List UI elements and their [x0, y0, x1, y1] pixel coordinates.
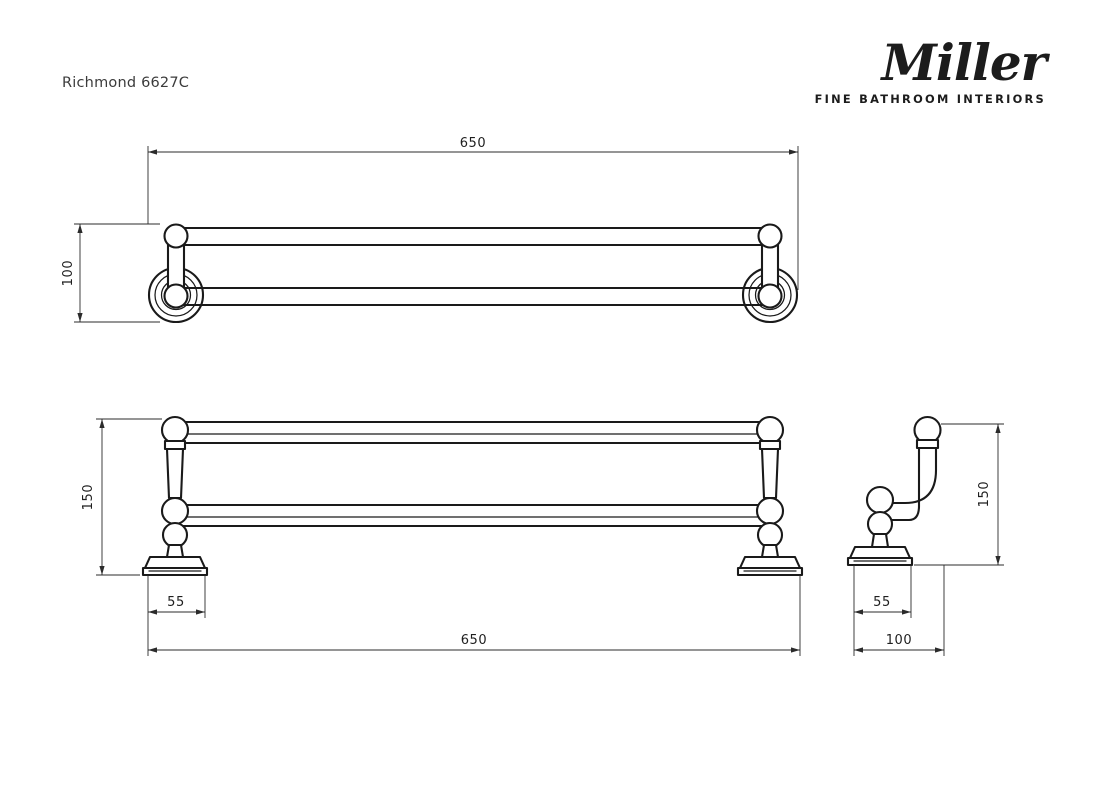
dimension-side-projection: 100 [853, 565, 945, 656]
dimension-front-length: 650 [147, 575, 801, 656]
top-view-rear-rail [170, 226, 772, 247]
front-view-left-post [141, 415, 209, 577]
dimension-label-55-side: 55 [873, 595, 891, 610]
side-view: 150 55 100 [846, 415, 1004, 656]
brand-wordmark: Miller [881, 33, 1047, 92]
dimension-side-base-width: 55 [853, 565, 912, 618]
top-view-front-rail [178, 286, 764, 307]
dimension-top-length: 650 [147, 136, 799, 290]
dimension-top-depth: 100 [61, 223, 160, 323]
brand-logo: Miller FINE BATHROOM INTERIORS [726, 33, 1047, 107]
side-view-top-finial [913, 415, 942, 450]
dimension-label-650-top: 650 [460, 136, 487, 151]
top-view: 650 100 [61, 136, 799, 324]
dimension-front-height: 150 [81, 418, 162, 576]
side-view-wall-post [846, 485, 914, 567]
front-view-lower-rail [173, 503, 772, 528]
front-view-right-post [736, 415, 804, 577]
dimension-label-150-front: 150 [81, 484, 96, 511]
top-view-left-mount [147, 223, 205, 324]
dimension-front-base-width: 55 [147, 575, 206, 618]
front-view-upper-rail [173, 420, 772, 445]
dimension-label-100-side: 100 [886, 633, 913, 648]
front-view: 150 55 650 [81, 415, 804, 656]
dimension-side-height: 150 [914, 423, 1004, 566]
dimension-label-55-front: 55 [167, 595, 185, 610]
top-view-right-mount [741, 223, 799, 324]
brand-tagline: FINE BATHROOM INTERIORS [814, 92, 1046, 106]
dimension-label-650-front: 650 [461, 633, 488, 648]
page-title: Richmond 6627C [62, 75, 190, 91]
dimension-label-150-side: 150 [977, 481, 992, 508]
dimension-label-100-top: 100 [61, 260, 76, 287]
